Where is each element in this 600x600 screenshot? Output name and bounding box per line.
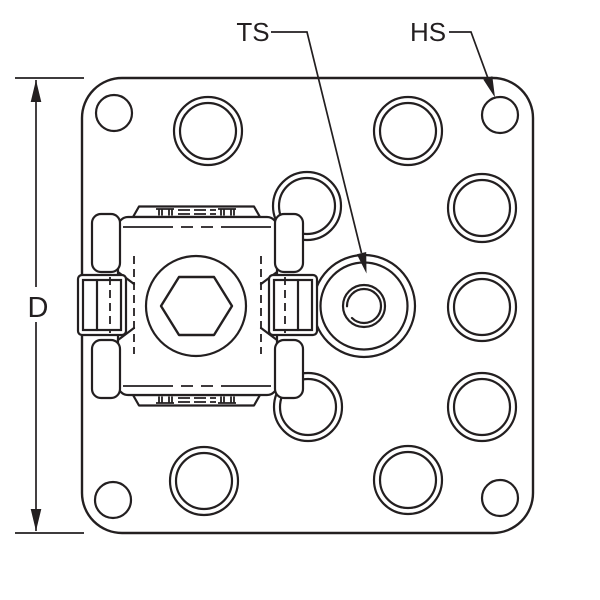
ring-hole-outer [446, 172, 518, 244]
clamp-top-tab [131, 205, 262, 219]
ring-hole-outer [372, 95, 444, 167]
bottom-tab-marks [156, 396, 236, 404]
ring-hole-outer [446, 271, 518, 343]
corner-hole [94, 93, 134, 133]
strut-clamp-assembly [76, 205, 319, 407]
ring-hole-inner [452, 277, 512, 337]
label-hs: HS [410, 17, 446, 47]
dimension-d: D [15, 77, 84, 534]
ring-hole-outer [446, 371, 518, 443]
leader-line-hs [449, 31, 489, 79]
ring-hole-inner [378, 450, 438, 510]
ring-hole-inner [178, 101, 238, 161]
clamp-ear-top-right [273, 212, 305, 274]
corner-hole [93, 480, 133, 520]
ring-hole-outer [272, 371, 344, 443]
leader-arrow-hs-icon [483, 76, 495, 98]
clamp-ear-top-left [90, 212, 122, 274]
boss-tapped-hole-outer [341, 283, 387, 329]
clamp-ear-bottom-right [273, 338, 305, 400]
hole-pattern [93, 93, 520, 520]
clamp-bottom-tab [131, 393, 262, 407]
ring-hole-outer [168, 445, 240, 517]
ring-hole-inner [174, 451, 234, 511]
ring-hole-inner [378, 101, 438, 161]
boss-tapped-hole-thread [345, 287, 383, 325]
ring-hole-outer [172, 95, 244, 167]
dimension-arrow-up-icon [30, 80, 42, 102]
ring-hole-outer [271, 170, 343, 242]
hex-bolt-head [159, 275, 234, 337]
label-ts: TS [236, 17, 269, 47]
label-d: D [28, 292, 49, 324]
leader-arrow-ts-icon [356, 252, 367, 274]
dimension-arrow-down-icon [30, 509, 42, 531]
leader-line-ts [271, 31, 363, 254]
corner-hole [480, 95, 520, 135]
callout-hs: HS [410, 17, 495, 98]
callout-ts: TS [236, 17, 367, 274]
ring-hole-inner [278, 377, 338, 437]
strut-nut-left [76, 273, 128, 337]
ring-hole-outer [372, 444, 444, 516]
ring-hole-inner [277, 176, 337, 236]
top-tab-marks [156, 208, 236, 216]
clamp-ear-bottom-left [90, 338, 122, 400]
ring-hole-inner [452, 178, 512, 238]
strut-nut-right [267, 273, 319, 337]
ring-hole-inner [452, 377, 512, 437]
corner-hole [480, 478, 520, 518]
